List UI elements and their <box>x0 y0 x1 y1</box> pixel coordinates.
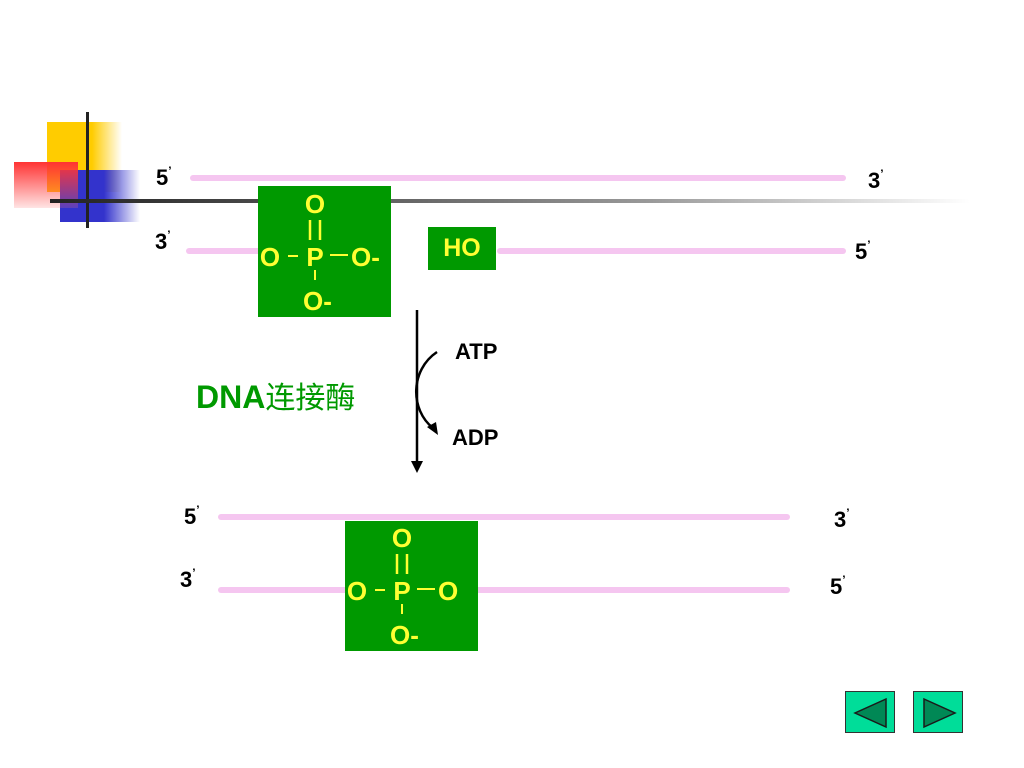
atp-label: ATP <box>455 339 498 364</box>
triangle-left-icon <box>853 697 887 729</box>
phosphate-top-oxygen: O <box>392 523 412 553</box>
top-lower-strand-right <box>497 248 846 254</box>
phosphate-left-oxygen: O <box>347 576 367 606</box>
phosphate-top-oxygen: O <box>305 189 325 219</box>
top-upper-left-end-label: 5’ <box>156 164 172 190</box>
phosphate-right-oxygen: O <box>438 576 458 606</box>
decoration-horizontal-line <box>50 199 970 203</box>
cofactor-curve-arrowhead <box>427 422 438 435</box>
reaction-arrow <box>411 310 438 473</box>
cofactor-curve-arrow <box>415 350 438 429</box>
enzyme-label-cjk: 连接酶 <box>265 381 356 416</box>
previous-slide-button[interactable] <box>845 691 895 733</box>
phosphate-phosphorus: P <box>393 576 410 606</box>
bottom-upper-left-end-label: 5’ <box>184 503 200 529</box>
bottom-lower-right-end-label: 5’ <box>830 573 846 599</box>
bottom-lower-strand <box>218 587 790 593</box>
phosphate-left-oxygen: O <box>260 242 280 272</box>
top-lower-right-end-label: 5’ <box>855 238 871 264</box>
phosphate-phosphorus: P <box>306 242 323 272</box>
bottom-lower-left-end-label: 3’ <box>180 566 196 592</box>
top-lower-left-end-label: 3’ <box>155 228 171 254</box>
adp-label: ADP <box>452 425 499 450</box>
bottom-phosphate-group: O O P O O- <box>345 521 478 651</box>
bottom-upper-strand <box>218 514 790 520</box>
slide-decoration <box>0 100 970 240</box>
bottom-upper-right-end-label: 3’ <box>834 506 850 532</box>
top-lower-strand-left <box>186 248 262 254</box>
top-upper-right-end-label: 3’ <box>868 167 884 193</box>
phosphate-bottom-oxygen: O- <box>390 620 419 650</box>
top-phosphate-group: O O P O- O- <box>258 186 391 317</box>
reaction-arrow-head <box>411 461 423 473</box>
phosphate-right-oxygen: O- <box>351 242 380 272</box>
hydroxyl-label: HO <box>443 234 481 262</box>
hydroxyl-group: HO <box>428 227 496 270</box>
next-slide-button[interactable] <box>913 691 963 733</box>
top-upper-strand <box>190 175 846 181</box>
phosphate-bottom-oxygen: O- <box>303 286 332 316</box>
enzyme-label-latin: DNA <box>196 379 266 415</box>
decoration-vertical-line <box>86 112 89 228</box>
triangle-right-icon <box>923 697 957 729</box>
enzyme-label: DNA连接酶 <box>196 373 355 417</box>
